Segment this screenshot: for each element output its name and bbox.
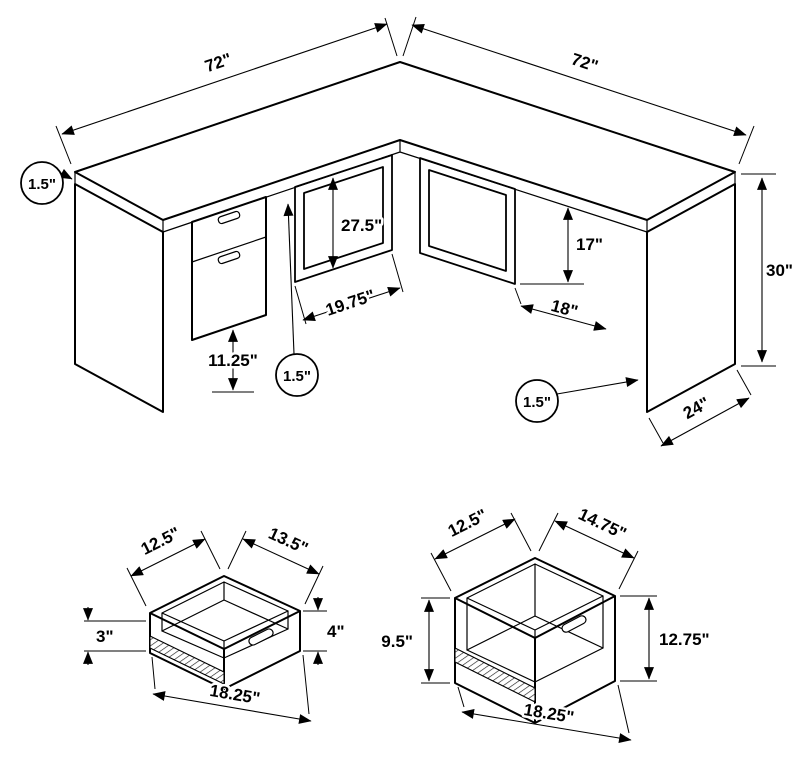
dim-small-front-height-text: 3"	[96, 627, 114, 646]
dim-72-left-text: 72"	[202, 49, 234, 76]
dim-24-line	[660, 397, 750, 447]
dim-small-back-height-text: 4"	[327, 622, 345, 641]
small-drawer-floor	[161, 599, 289, 659]
dim-19-75-line	[302, 286, 401, 322]
extension-lines	[402, 16, 755, 165]
extension-lines	[84, 620, 146, 652]
callout-leader-right	[556, 377, 639, 395]
dim-17-text: 17"	[576, 235, 603, 254]
dim-72-left-line	[61, 23, 388, 135]
extension-lines	[538, 512, 639, 590]
extension-lines	[126, 530, 221, 607]
dim-72-right-text: 72"	[569, 50, 601, 76]
dim-11-25-text: 11.25"	[208, 351, 258, 370]
extension-lines	[227, 530, 324, 605]
dim-1-5-center-text: 1.5"	[283, 368, 311, 385]
right-metal-leg-frame	[419, 157, 516, 285]
desk-top-edge-band	[74, 139, 736, 233]
desk-top-surface	[74, 61, 736, 221]
desk-left-side-panel	[74, 183, 164, 413]
extension-lines	[741, 173, 776, 367]
dim-small-width-line	[130, 538, 206, 577]
dim-small-diagonal-line	[152, 691, 312, 724]
callout-leader-center	[283, 203, 295, 355]
extension-lines	[421, 597, 450, 684]
drawer-bank-divider	[191, 236, 267, 263]
dim-18-text: 18"	[549, 296, 580, 321]
dim-18-line	[520, 304, 607, 331]
callout-circle-center	[275, 353, 319, 397]
small-drawer-drawing: 12.5" 13.5" 3" 4" 18.25"	[83, 521, 347, 724]
dim-large-depth-text: 14.75"	[575, 505, 629, 544]
dim-large-front-height-text: 9.5"	[381, 632, 413, 651]
callout-circle-right	[515, 379, 559, 423]
extension-lines	[514, 287, 522, 305]
dim-27-5-text: 27.5"	[341, 216, 382, 235]
callout-circle-left	[20, 161, 64, 205]
extension-lines	[620, 595, 657, 682]
small-drawer-inner-rim	[161, 581, 289, 659]
dim-small-depth-line	[242, 538, 320, 575]
dim-large-back-height-text: 12.75"	[659, 630, 710, 649]
dim-30-text: 30"	[766, 261, 793, 280]
drawer-handle-icon	[561, 615, 587, 633]
dim-large-depth-line	[554, 520, 635, 559]
dim-1-5-left-text: 1.5"	[28, 176, 56, 193]
drawer-handle-icon	[217, 210, 241, 225]
drawer-slide-rail	[454, 647, 536, 703]
desk-right-side-panel	[646, 183, 736, 413]
dim-large-diagonal-line	[461, 709, 632, 743]
dim-72-right-line	[411, 23, 747, 137]
extension-lines	[303, 610, 327, 652]
drawer-slide-rail	[149, 635, 225, 685]
drawer-handle-icon	[248, 628, 274, 646]
desk-drawing	[74, 61, 736, 413]
small-drawer-box	[149, 575, 301, 690]
large-drawer-floor	[466, 615, 604, 683]
drawer-handle-icon	[217, 250, 241, 265]
dim-small-diagonal-text: 18.25"	[208, 681, 261, 708]
dim-19-75-text: 19.75"	[323, 286, 377, 320]
dim-large-width-line	[434, 518, 516, 560]
large-drawer-drawing: 12.5" 14.75" 9.5" 12.75" 18.25"	[379, 502, 712, 743]
dim-1-5-right-text: 1.5"	[523, 394, 551, 411]
dim-24-text: 24"	[680, 393, 713, 423]
dim-large-width-text: 12.5"	[445, 505, 490, 540]
large-drawer-inner-rim	[466, 563, 604, 683]
left-metal-leg-frame	[294, 154, 393, 283]
desk-drawer-bank	[191, 196, 267, 341]
